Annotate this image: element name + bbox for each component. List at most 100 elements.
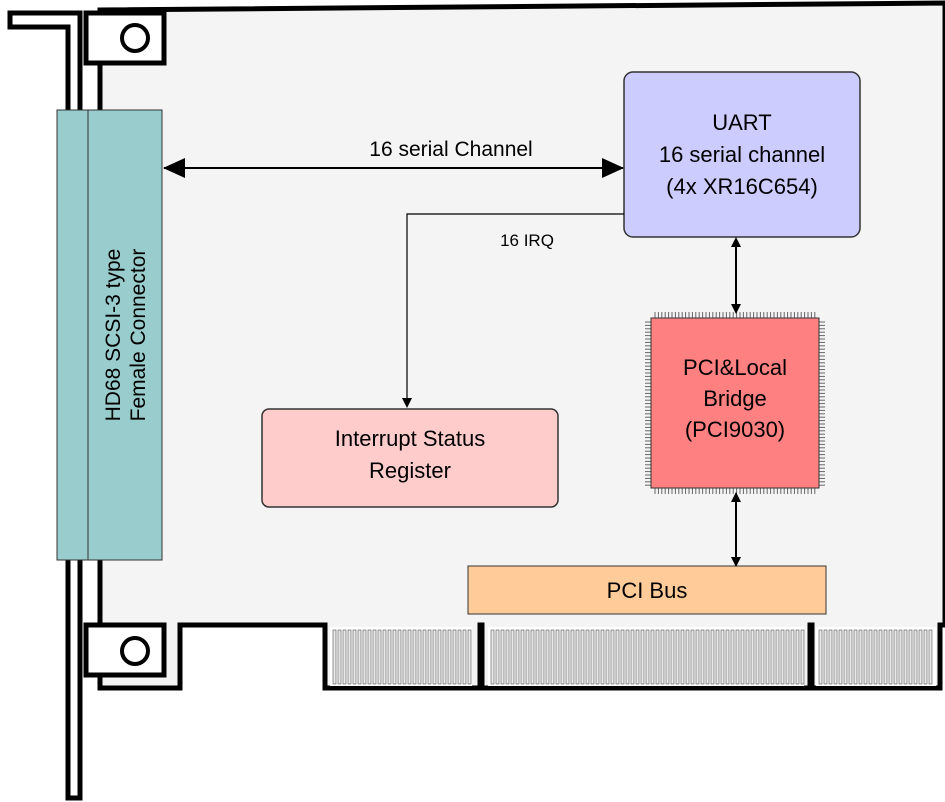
pci-bus-label: PCI Bus [607, 578, 688, 603]
connector-finger [362, 629, 367, 685]
connector-finger [700, 629, 705, 685]
uart-label-line2: 16 serial channel [659, 142, 825, 167]
screw-hole-bottom [120, 636, 150, 666]
connector-finger [540, 629, 545, 685]
connector-finger [790, 629, 795, 685]
connector-finger [765, 629, 770, 685]
connector-label-line1: HD68 SCSI-3 type [102, 249, 125, 422]
connector-finger [665, 629, 670, 685]
screw-hole-top [120, 23, 150, 53]
connector-finger [740, 629, 745, 685]
bridge-label-line3: (PCI9030) [685, 417, 785, 442]
connector-finger [437, 629, 442, 685]
connector-finger [392, 629, 397, 685]
bracket-screw-tab-bottom [83, 622, 167, 678]
connector-finger [833, 629, 838, 685]
edge-connector-fingers [330, 627, 936, 686]
connector-finger [462, 629, 467, 685]
connector-finger [838, 629, 843, 685]
connector-finger [730, 629, 735, 685]
connector-finger [690, 629, 695, 685]
connector-finger [495, 629, 500, 685]
connector-finger [908, 629, 913, 685]
connector-finger [372, 629, 377, 685]
serial-channel-link: 16 serial Channel [163, 138, 624, 178]
connector-finger [868, 629, 873, 685]
connector-finger [645, 629, 650, 685]
connector-finger [357, 629, 362, 685]
connector-finger [785, 629, 790, 685]
connector-label-line2: Female Connector [127, 249, 150, 422]
connector-finger [417, 629, 422, 685]
connector-finger [352, 629, 357, 685]
connector-finger [828, 629, 833, 685]
connector-finger [442, 629, 447, 685]
connector-finger [843, 629, 848, 685]
connector-finger [715, 629, 720, 685]
connector-finger [610, 629, 615, 685]
connector-finger [412, 629, 417, 685]
connector-finger [898, 629, 903, 685]
connector-finger [600, 629, 605, 685]
connector-finger [570, 629, 575, 685]
connector-finger [848, 629, 853, 685]
connector-finger [500, 629, 505, 685]
connector-finger [347, 629, 352, 685]
connector-finger [735, 629, 740, 685]
connector-finger [630, 629, 635, 685]
connector-finger [750, 629, 755, 685]
connector-finger [660, 629, 665, 685]
isr-label-line1: Interrupt Status [335, 426, 485, 451]
mounting-bracket [7, 10, 83, 801]
interrupt-status-register-block: Interrupt Status Register [261, 408, 559, 508]
connector-finger [893, 629, 898, 685]
connector-finger [760, 629, 765, 685]
serial-channel-label: 16 serial Channel [369, 138, 532, 161]
connector-finger [720, 629, 725, 685]
connector-finger [377, 629, 382, 685]
connector-finger [853, 629, 858, 685]
connector-finger [873, 629, 878, 685]
pci-bridge-chip: PCI&Local Bridge (PCI9030) [645, 312, 825, 494]
connector-finger [515, 629, 520, 685]
connector-finger [635, 629, 640, 685]
connector-finger [745, 629, 750, 685]
connector-finger [575, 629, 580, 685]
connector-finger [605, 629, 610, 685]
connector-finger [823, 629, 828, 685]
connector-finger [858, 629, 863, 685]
connector-finger [407, 629, 412, 685]
connector-finger [775, 629, 780, 685]
connector-finger [695, 629, 700, 685]
connector-finger [332, 629, 337, 685]
connector-finger [387, 629, 392, 685]
connector-finger [402, 629, 407, 685]
connector-finger [795, 629, 800, 685]
isr-label-line2: Register [369, 458, 451, 483]
uart-block: UART 16 serial channel (4x XR16C654) [623, 71, 861, 238]
connector-finger [427, 629, 432, 685]
connector-finger [705, 629, 710, 685]
connector-finger [650, 629, 655, 685]
pci-bus-block: PCI Bus [467, 565, 827, 615]
connector-finger [780, 629, 785, 685]
bridge-label-line2: Bridge [703, 386, 767, 411]
connector-finger [625, 629, 630, 685]
connector-finger [560, 629, 565, 685]
connector-finger [520, 629, 525, 685]
connector-finger [770, 629, 775, 685]
connector-finger [863, 629, 868, 685]
connector-finger [467, 629, 472, 685]
connector-finger [432, 629, 437, 685]
connector-finger [888, 629, 893, 685]
connector-left-lip [56, 109, 90, 561]
connector-finger [580, 629, 585, 685]
connector-finger [675, 629, 680, 685]
connector-finger [620, 629, 625, 685]
connector-finger [903, 629, 908, 685]
irq-label: 16 IRQ [500, 231, 554, 250]
connector-finger [918, 629, 923, 685]
connector-finger [710, 629, 715, 685]
connector-finger [590, 629, 595, 685]
